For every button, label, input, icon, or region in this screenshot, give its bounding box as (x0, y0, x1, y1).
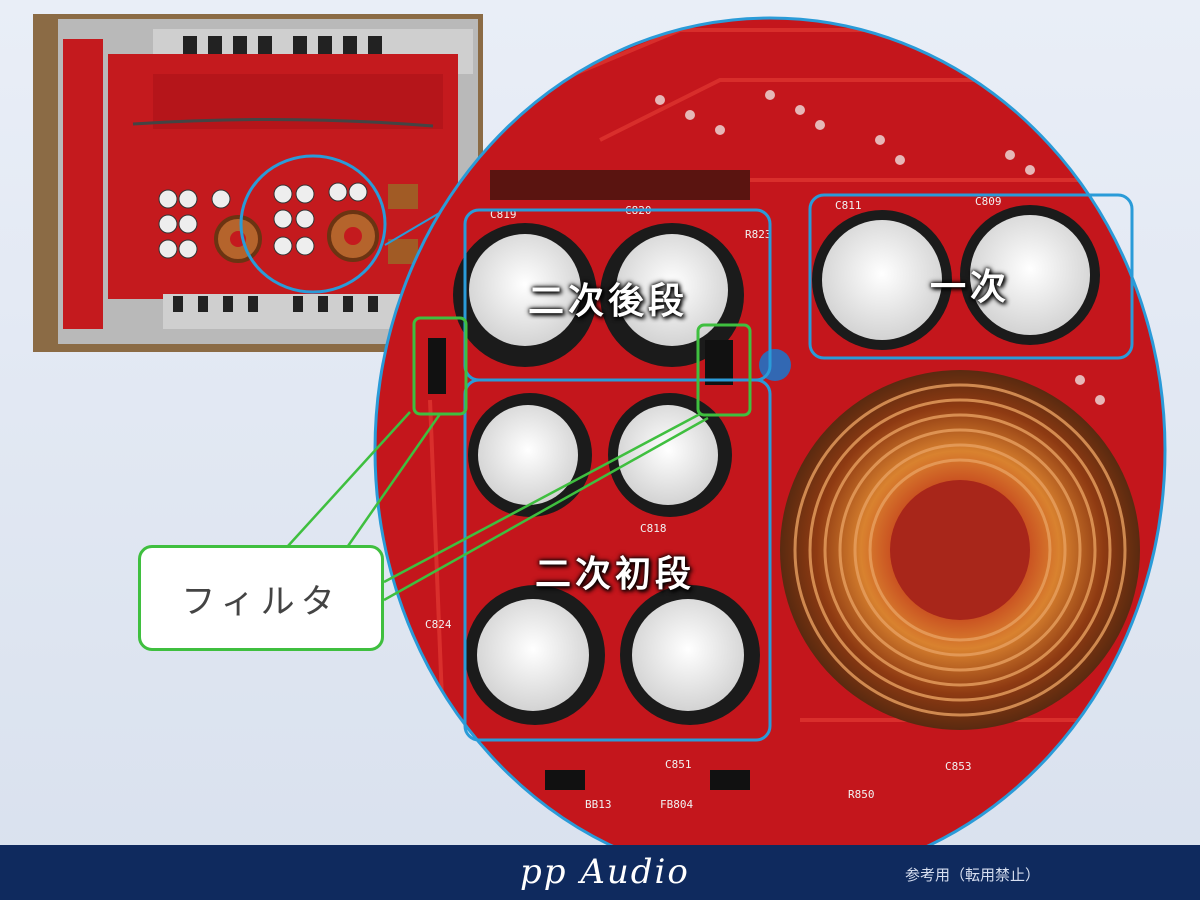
filter-callout-box: フィルタ (138, 545, 384, 651)
svg-text:C809: C809 (975, 195, 1002, 208)
filter-callout-text: フィルタ (181, 581, 341, 622)
svg-text:BB13: BB13 (585, 798, 612, 811)
footer-note: 参考用（転用禁止） (905, 866, 1041, 884)
svg-text:R823: R823 (745, 228, 772, 241)
label-secondary-early: 二次初段 (535, 554, 696, 595)
footer-bar (0, 845, 1200, 900)
svg-text:C811: C811 (835, 199, 862, 212)
label-secondary-late: 二次後段 (528, 281, 689, 322)
footer-logo: pp Audio (520, 852, 690, 892)
label-primary: 一次 (930, 267, 1011, 308)
svg-text:C853: C853 (945, 760, 972, 773)
svg-text:C818: C818 (640, 522, 667, 535)
svg-text:C824: C824 (425, 618, 452, 631)
amplifier-overview-photo (33, 14, 483, 352)
svg-text:C851: C851 (665, 758, 692, 771)
svg-text:R850: R850 (848, 788, 875, 801)
svg-text:FB804: FB804 (660, 798, 693, 811)
